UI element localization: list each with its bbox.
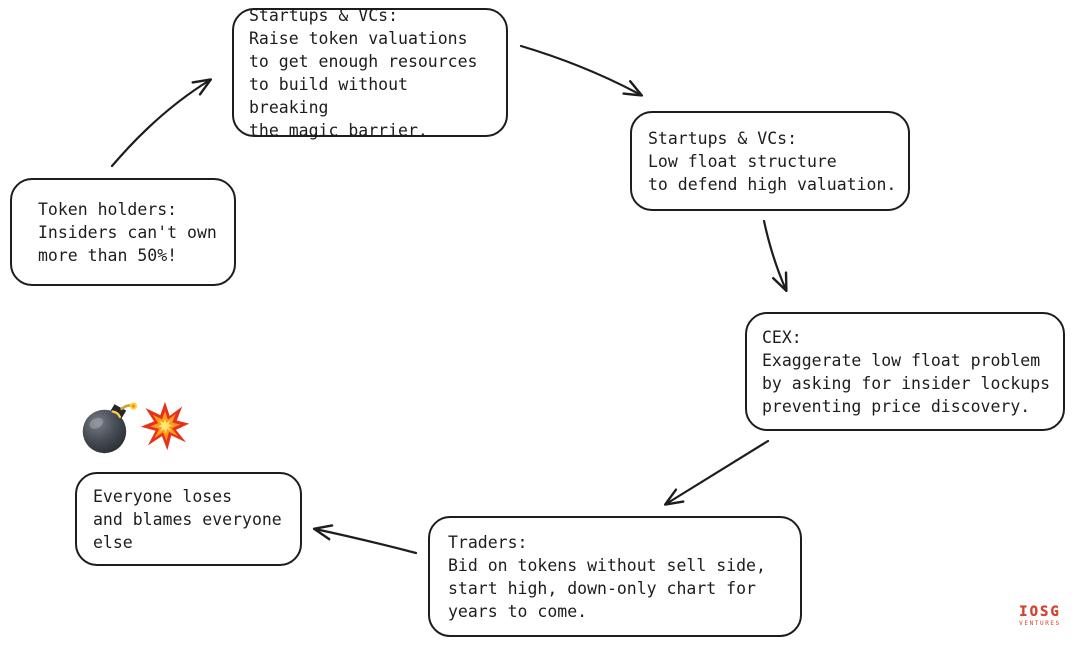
- arrow-traders-to-everyone: [312, 524, 418, 555]
- logo-subtitle: VENTURES: [1019, 620, 1061, 627]
- node-cex-text: CEX: Exaggerate low float problem by ask…: [762, 327, 1051, 416]
- node-traders: Traders: Bid on tokens without sell side…: [428, 516, 802, 637]
- node-startups-raise-valuations: Startups & VCs: Raise token valuations t…: [232, 6, 508, 140]
- bomb-icon: [82, 402, 138, 454]
- iosg-ventures-logo: IOSG VENTURES: [1008, 605, 1072, 627]
- node-token-holders: Token holders: Insiders can't own more t…: [10, 178, 236, 286]
- node-startups-raise-text: Startups & VCs: Raise token valuations t…: [249, 5, 478, 140]
- node-everyone-loses: Everyone loses and blames everyone else: [75, 472, 302, 566]
- logo-title: IOSG: [1019, 604, 1061, 620]
- node-token-holders-text: Token holders: Insiders can't own more t…: [38, 199, 217, 265]
- node-traders-text: Traders: Bid on tokens without sell side…: [448, 532, 766, 621]
- node-startups-low-float: Startups & VCs: Low float structure to d…: [630, 111, 910, 211]
- node-startups-low-float-text: Startups & VCs: Low float structure to d…: [648, 128, 897, 194]
- collision-explosion-icon: [140, 401, 190, 451]
- arrow-startups-to-lowfloat: [519, 44, 644, 97]
- arrow-cex-to-traders: [663, 439, 770, 506]
- emoji-group: [80, 396, 190, 456]
- arrow-lowfloat-to-cex: [762, 219, 788, 293]
- arrow-tokenholders-to-startups: [110, 78, 213, 168]
- node-everyone-loses-text: Everyone loses and blames everyone else: [93, 486, 282, 552]
- node-cex: CEX: Exaggerate low float problem by ask…: [745, 312, 1065, 431]
